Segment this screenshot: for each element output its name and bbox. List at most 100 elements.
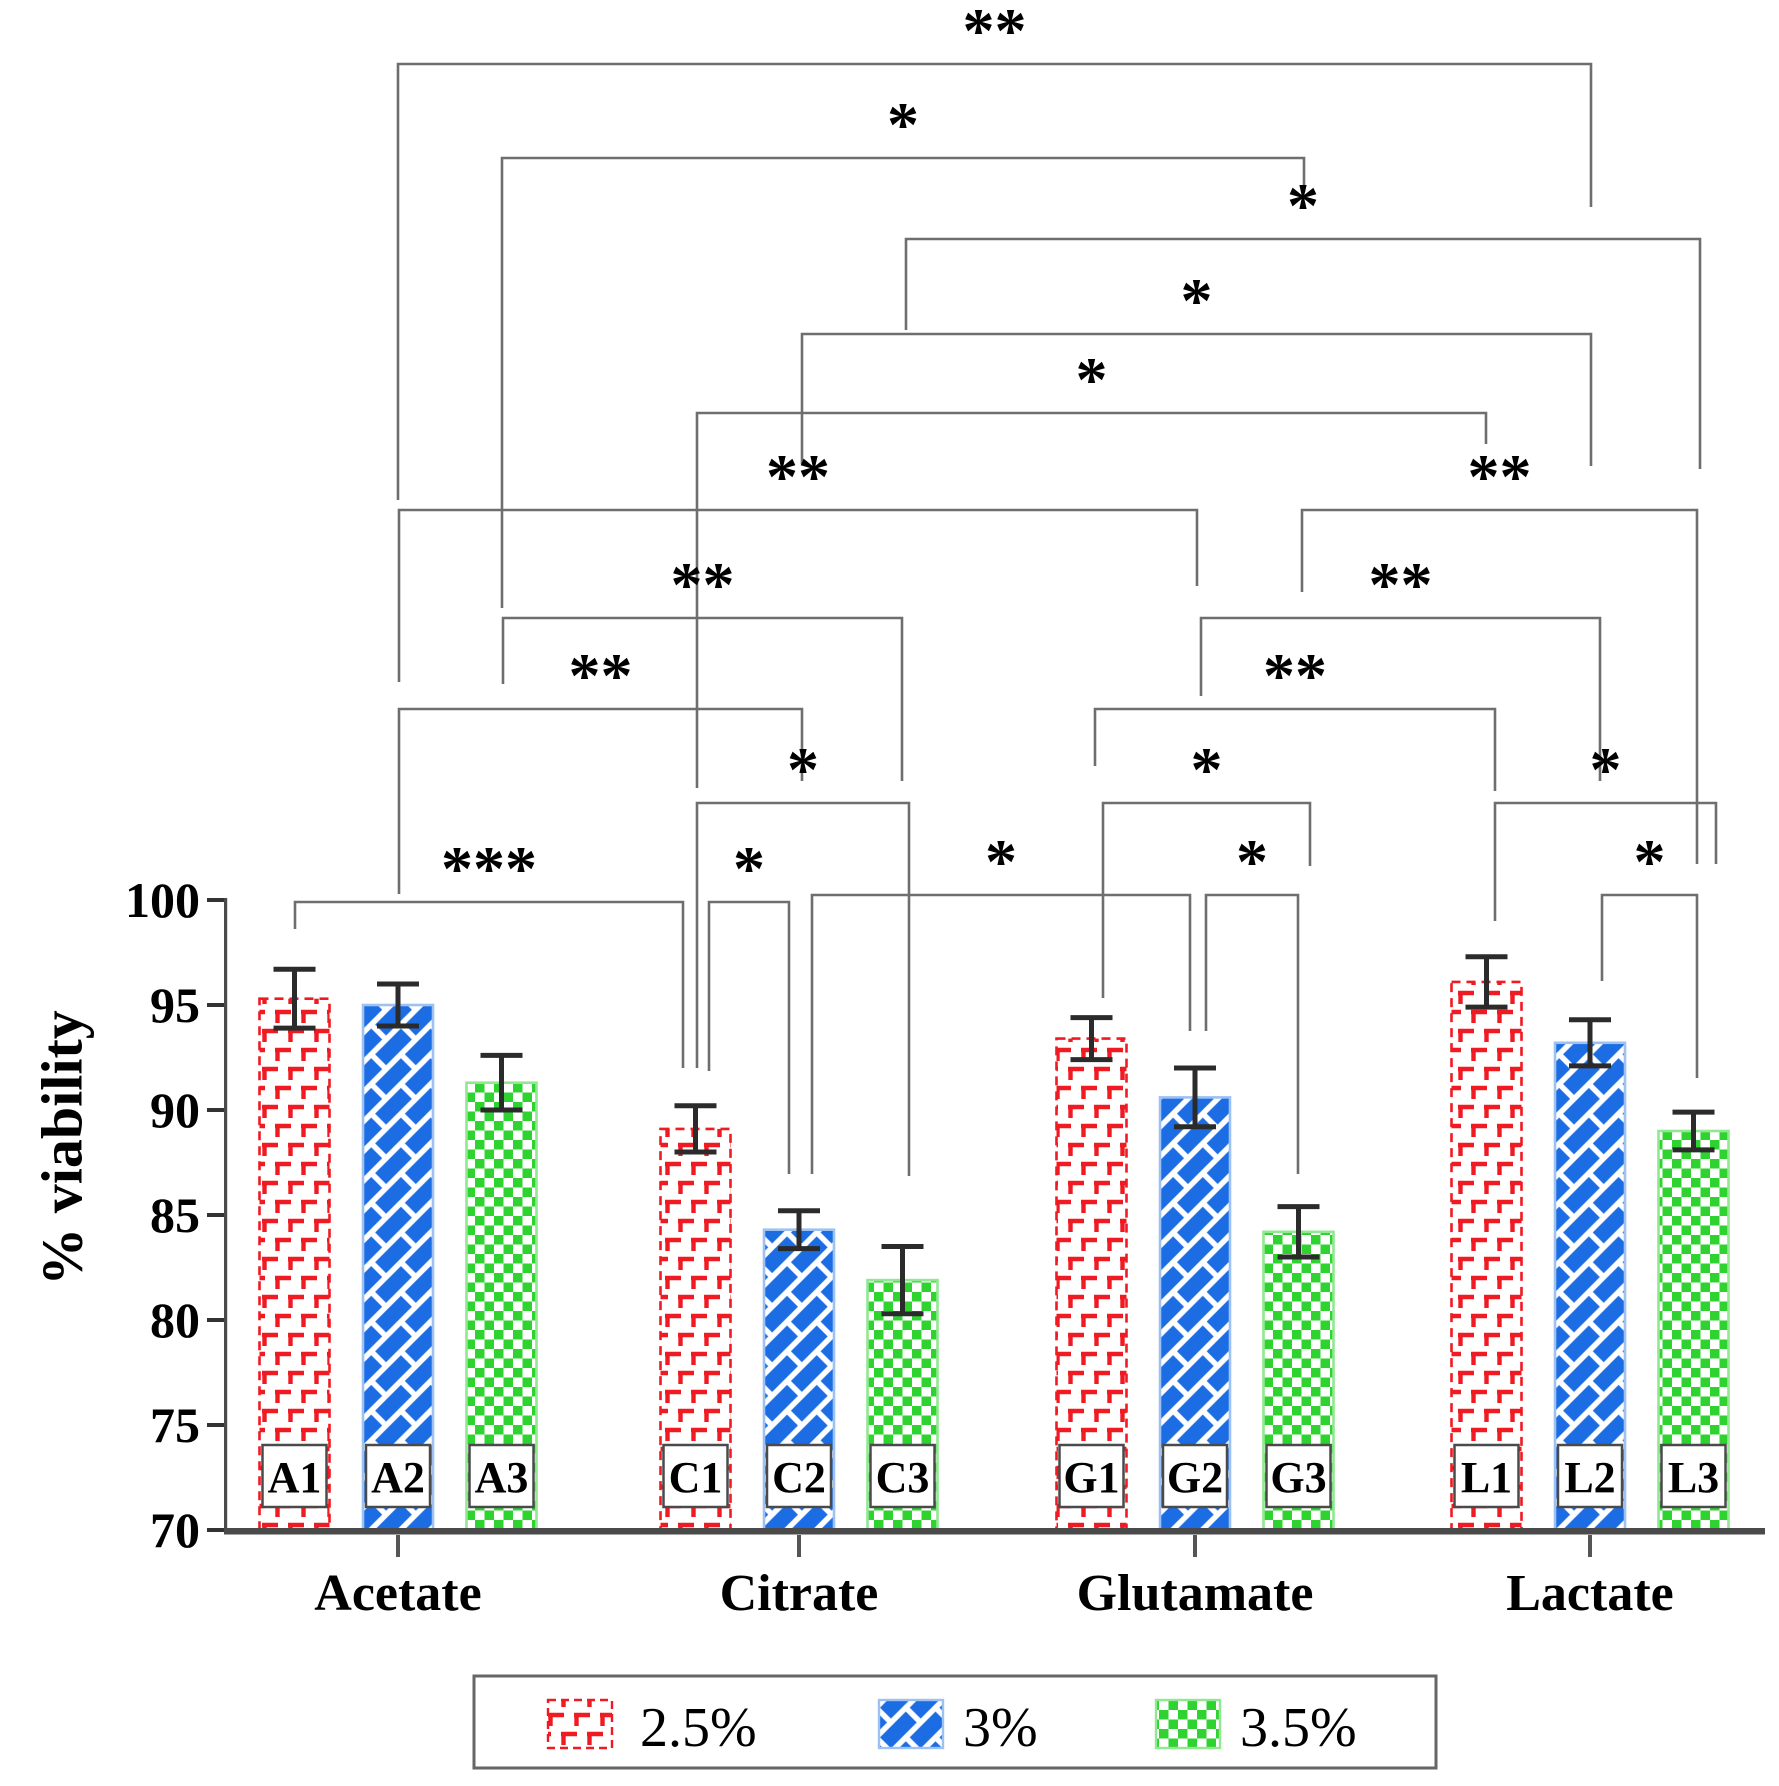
bar-id-text-L2: L2 — [1564, 1453, 1615, 1502]
y-tick-label-75: 75 — [150, 1397, 200, 1453]
significance-brackets: **************************** — [293, 0, 1718, 1176]
bar-id-text-L1: L1 — [1461, 1453, 1512, 1502]
legend-swatch-3.5% — [1154, 1698, 1222, 1750]
legend-swatch-3% — [877, 1698, 945, 1750]
sig-stars-C1vsC2: * — [733, 833, 765, 904]
bar-id-box-A3 — [468, 1443, 535, 1509]
sig-stars-A1vsC1: *** — [441, 833, 537, 904]
bar-id-box-C3 — [869, 1443, 936, 1509]
sig-bracket-C2vsG2 — [810, 893, 1192, 1174]
bar-id-box-A2 — [364, 1443, 432, 1509]
sig-bracket-A2vsC2 — [397, 707, 804, 894]
sig-stars-A3vsC3: ** — [671, 549, 735, 620]
bar-id-text-G3: G3 — [1270, 1453, 1326, 1502]
bar-id-text-G2: G2 — [1167, 1453, 1223, 1502]
y-axis-title: % viability — [29, 1010, 95, 1286]
sig-stars-C3vsL3: * — [1287, 170, 1319, 241]
sig-bracket-G1vsL1 — [1093, 707, 1497, 791]
sig-bracket-C1vsL1 — [695, 411, 1488, 788]
error-bar-A3 — [480, 1052, 523, 1113]
error-bar-L3 — [1672, 1109, 1715, 1153]
bar-id-box-C2 — [765, 1443, 833, 1509]
sig-stars-A2vsC2: ** — [569, 640, 633, 711]
y-tick-75 — [207, 1423, 224, 1427]
bar-id-box-G1 — [1058, 1443, 1125, 1509]
bar-id-box-L2 — [1556, 1443, 1624, 1509]
sig-stars-A3vsG3: * — [887, 89, 919, 160]
bar-id-text-C2: C2 — [772, 1453, 826, 1502]
legend-box — [472, 1674, 1438, 1770]
error-bar-A2 — [377, 981, 419, 1029]
sig-stars-G1vsL1: ** — [1263, 640, 1327, 711]
y-tick-label-85: 85 — [150, 1187, 200, 1243]
bar-L1 — [1450, 980, 1523, 1534]
error-bar-G3 — [1277, 1204, 1320, 1260]
y-tick-label-95: 95 — [150, 977, 200, 1033]
sig-bracket-A2vsG2 — [397, 508, 1199, 682]
sig-stars-C1vsC3: * — [787, 734, 819, 805]
bar-id-text-A2: A2 — [371, 1453, 425, 1502]
legend: 2.5%3%3.5% — [472, 1674, 1438, 1770]
sig-bracket-G2vsG3 — [1204, 893, 1300, 1174]
bar-id-text-L3: L3 — [1668, 1453, 1719, 1502]
error-bar-L1 — [1465, 954, 1508, 1010]
sig-stars-L2vsL3: * — [1634, 826, 1666, 897]
sig-stars-G2vsG3: * — [1236, 826, 1268, 897]
y-tick-100 — [207, 898, 224, 902]
error-bar-A1 — [273, 966, 316, 1031]
x-label-Acetate: Acetate — [314, 1565, 481, 1622]
x-tick-Citrate — [797, 1535, 801, 1557]
x-tick-Lactate — [1588, 1535, 1592, 1557]
y-tick-label-100: 100 — [125, 872, 200, 928]
bar-id-box-G2 — [1161, 1443, 1229, 1509]
error-bar-L2 — [1569, 1017, 1611, 1069]
bar-id-text-A1: A1 — [268, 1453, 322, 1502]
y-tick-95 — [207, 1003, 224, 1007]
sig-bracket-A3vsC3 — [501, 616, 904, 781]
error-bar-G2 — [1174, 1065, 1216, 1130]
error-bar-C1 — [674, 1103, 717, 1155]
y-tick-label-90: 90 — [150, 1082, 200, 1138]
sig-bracket-C1vsC3 — [695, 801, 911, 1176]
bar-id-text-C1: C1 — [669, 1453, 723, 1502]
bar-id-text-C3: C3 — [876, 1453, 930, 1502]
sig-stars-C1vsL1: * — [1076, 344, 1108, 415]
y-tick-80 — [207, 1318, 224, 1322]
sig-stars-G1vsG3: * — [1191, 734, 1223, 805]
sig-stars-C2vsL2: * — [1181, 265, 1213, 336]
legend-swatch-2.5% — [546, 1698, 614, 1750]
sig-bracket-A2vsL2 — [396, 62, 1593, 500]
x-label-Citrate: Citrate — [720, 1565, 879, 1622]
sig-bracket-A1vsC1 — [293, 900, 685, 1068]
y-tick-label-80: 80 — [150, 1292, 200, 1348]
sig-bracket-G2vsL2 — [1199, 616, 1602, 781]
error-bar-C2 — [778, 1208, 820, 1252]
sig-bracket-G3vsL3 — [1300, 508, 1699, 864]
bar-id-text-G1: G1 — [1063, 1453, 1119, 1502]
y-axis-line — [224, 898, 228, 1534]
bar-id-box-L3 — [1660, 1443, 1727, 1509]
bar-id-box-A1 — [261, 1443, 328, 1509]
error-bars — [273, 954, 1715, 1317]
bar-id-box-G3 — [1265, 1443, 1332, 1509]
error-bar-C3 — [881, 1244, 924, 1317]
sig-bracket-L1vsL3 — [1493, 801, 1718, 921]
sig-stars-G3vsL3: ** — [1468, 441, 1532, 512]
x-label-Lactate: Lactate — [1506, 1565, 1673, 1622]
sig-bracket-C1vsC2 — [707, 900, 791, 1174]
sig-bracket-L2vsL3 — [1600, 893, 1699, 1078]
legend-label-2.5%: 2.5% — [640, 1697, 757, 1759]
sig-stars-C2vsG2: * — [985, 826, 1017, 897]
y-tick-85 — [207, 1213, 224, 1217]
sig-stars-G2vsL2: ** — [1369, 549, 1433, 620]
sig-stars-A2vsG2: ** — [766, 441, 830, 512]
error-bar-G1 — [1070, 1015, 1113, 1063]
x-tick-Glutamate — [1193, 1535, 1197, 1557]
sig-bracket-A3vsG3 — [500, 156, 1306, 608]
sig-stars-L1vsL3: * — [1590, 734, 1622, 805]
sig-bracket-C2vsL2 — [800, 332, 1593, 466]
